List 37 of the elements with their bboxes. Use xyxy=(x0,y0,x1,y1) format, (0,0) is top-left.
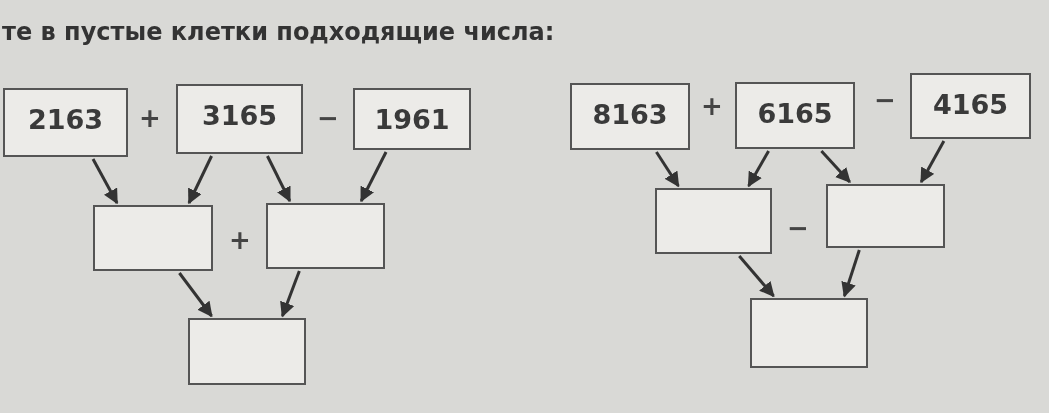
arrow xyxy=(820,150,851,184)
number: 3165 xyxy=(201,100,278,131)
operator-sign: + xyxy=(139,103,161,133)
operator-sign: + xyxy=(229,225,251,255)
number-box xyxy=(353,88,471,150)
arrow xyxy=(280,270,301,318)
empty-box xyxy=(655,188,772,254)
arrow xyxy=(747,150,770,188)
empty-box xyxy=(826,184,945,248)
arrow xyxy=(738,255,775,298)
arrow xyxy=(187,155,213,205)
empty-box xyxy=(266,203,385,269)
arrow xyxy=(919,140,946,184)
operator-sign: − xyxy=(787,213,809,243)
number: 4165 xyxy=(932,89,1009,120)
empty-box xyxy=(93,205,213,271)
operator-sign: − xyxy=(317,103,339,133)
number: 6165 xyxy=(757,98,833,129)
empty-box xyxy=(188,318,306,385)
title: те в пустые клетки подходящие числа: xyxy=(2,18,555,46)
number: 1961 xyxy=(374,104,450,135)
number-box xyxy=(910,73,1031,139)
arrow xyxy=(91,158,119,205)
number-box xyxy=(570,83,690,150)
operator-sign: + xyxy=(701,91,723,121)
number: 2163 xyxy=(27,104,104,135)
number: 8163 xyxy=(592,99,668,130)
arrow xyxy=(359,151,388,203)
operator-sign: − xyxy=(874,85,896,115)
number-box xyxy=(735,82,855,149)
number-box xyxy=(3,88,128,157)
arrow xyxy=(841,249,861,298)
arrow xyxy=(266,155,292,203)
empty-box xyxy=(750,298,868,368)
arrow xyxy=(178,272,213,318)
number-box xyxy=(176,84,303,154)
arrow xyxy=(655,151,680,188)
